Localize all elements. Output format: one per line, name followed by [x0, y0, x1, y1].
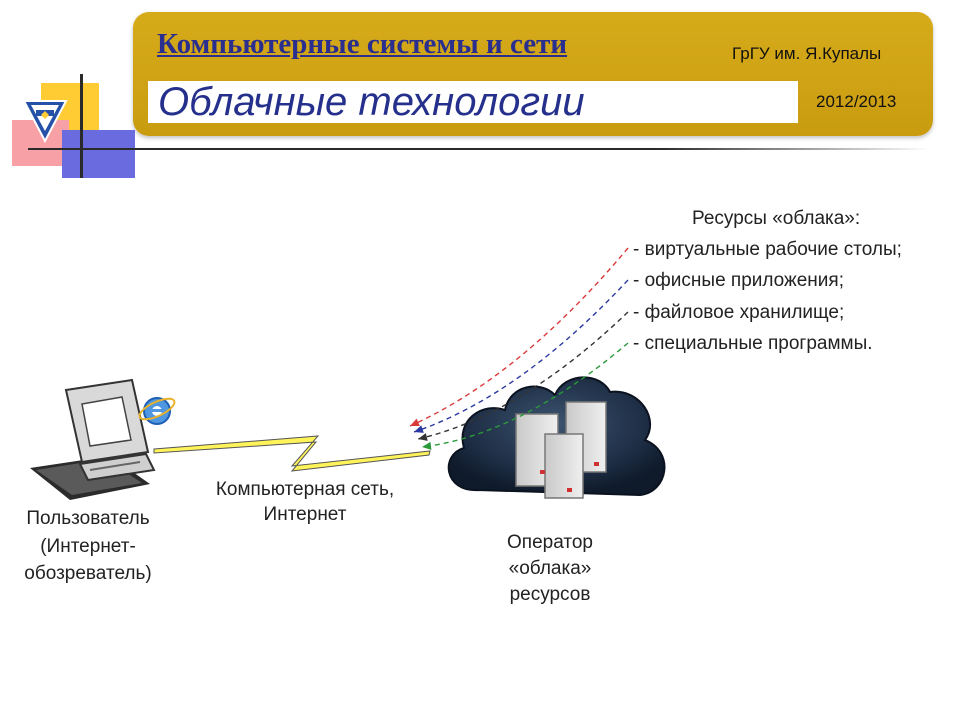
- operator-label: Оператор: [507, 532, 593, 553]
- resource-arrow: [409, 247, 629, 427]
- resource-arrow: [413, 279, 629, 433]
- resource-item: - виртуальные рабочие столы;: [633, 239, 902, 260]
- arrowhead-icon: [422, 441, 432, 450]
- computer-icon: [30, 378, 156, 500]
- decor-square-blue: [62, 130, 135, 178]
- network-label: Компьютерная сеть,: [215, 479, 395, 500]
- operator-label: ресурсов: [509, 584, 591, 605]
- user-label: обозреватель): [24, 563, 152, 584]
- decor-vertical-line: [80, 74, 83, 178]
- arrowhead-icon: [410, 418, 420, 426]
- browser-icon: [138, 397, 176, 425]
- resources-title: Ресурсы «облака»:: [692, 208, 861, 229]
- user-label: (Интернет-: [40, 536, 136, 557]
- user-label: Пользователь: [26, 508, 150, 529]
- university-label: ГрГУ им. Я.Купалы: [732, 44, 882, 63]
- title-box: [148, 81, 798, 123]
- resource-item: - файловое хранилище;: [633, 302, 845, 323]
- course-title[interactable]: Компьютерные системы и сети: [157, 28, 568, 60]
- decor-horizontal-line: [28, 148, 930, 150]
- resource-arrow: [421, 342, 629, 448]
- arrowhead-icon: [418, 433, 428, 441]
- network-label: Интернет: [263, 504, 347, 525]
- network-link-icon: [153, 435, 431, 472]
- slide-title: Облачные технологии: [158, 80, 585, 124]
- arrowhead-icon: [414, 425, 424, 433]
- university-logo-icon: [22, 100, 68, 143]
- resource-arrows: [409, 247, 629, 450]
- server-rack-icon: [515, 401, 607, 499]
- operator-label: «облака»: [508, 558, 592, 579]
- resource-item: - специальные программы.: [633, 333, 873, 354]
- year-label: 2012/2013: [816, 92, 897, 111]
- resource-item: - офисные приложения;: [633, 270, 844, 291]
- resource-arrow: [417, 311, 629, 440]
